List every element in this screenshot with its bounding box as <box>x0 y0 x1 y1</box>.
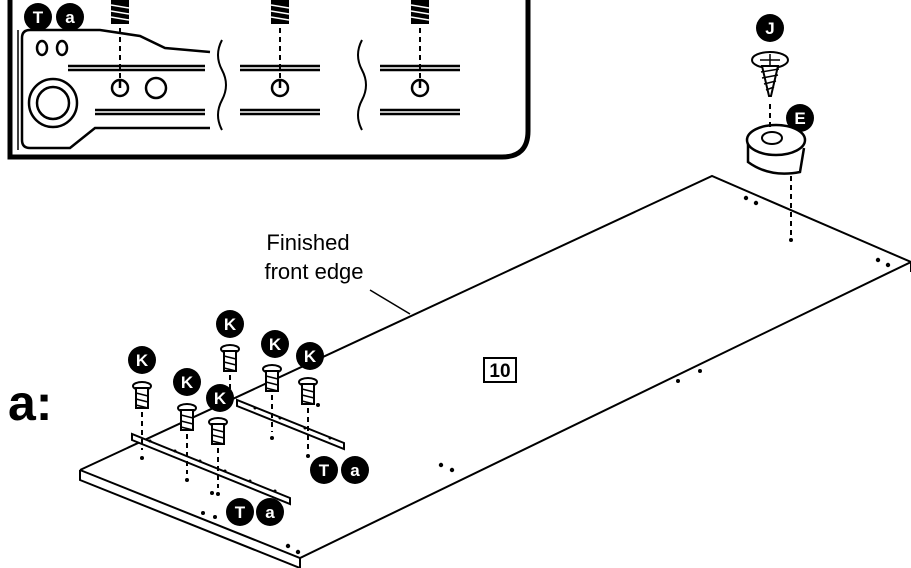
predrilled-holes <box>201 195 891 555</box>
svg-text:K: K <box>181 373 194 392</box>
part-badge-a: a <box>256 498 284 526</box>
step-label: a: <box>8 375 52 431</box>
svg-text:T: T <box>319 461 330 480</box>
detail-inset: T a <box>7 0 531 160</box>
svg-text:10: 10 <box>489 361 510 382</box>
screw-K-4: K <box>206 384 234 496</box>
screw-K-3: K <box>216 310 244 398</box>
svg-text:K: K <box>304 347 317 366</box>
front-edge-callout: Finished front edge <box>264 230 411 315</box>
screw-K-5: K <box>261 330 289 440</box>
svg-text:K: K <box>269 335 282 354</box>
bracket-middle-piece <box>240 64 320 116</box>
svg-text:E: E <box>794 109 805 128</box>
panel-board <box>79 174 911 568</box>
part-badge-a: a <box>341 456 369 484</box>
leveler-foot-E <box>745 104 807 242</box>
inset-screw-2 <box>270 0 290 80</box>
svg-text:a: a <box>265 503 275 522</box>
part-badge-T: T <box>226 498 254 526</box>
screw-K-2: K <box>173 368 201 482</box>
svg-text:T: T <box>235 503 246 522</box>
panel-number-box: 10 <box>483 357 517 383</box>
svg-text:K: K <box>224 315 237 334</box>
svg-text:K: K <box>136 351 149 370</box>
screw-K-1: K <box>128 346 156 460</box>
drawer-slide-left <box>131 432 291 506</box>
wood-screw-J <box>751 51 789 97</box>
part-badge-T: T <box>24 3 52 31</box>
front-edge-label-line-2: front edge <box>264 259 363 284</box>
part-badge-J: J <box>756 14 784 42</box>
svg-text:K: K <box>214 389 227 408</box>
screw-K-6: K <box>296 342 324 458</box>
front-edge-label-line-1: Finished <box>266 230 349 255</box>
part-badge-T: T <box>310 456 338 484</box>
drawer-slide-right <box>236 398 345 451</box>
inset-screw-3 <box>410 0 430 80</box>
svg-text:J: J <box>765 19 774 38</box>
svg-text:a: a <box>350 461 360 480</box>
part-badge-E: E <box>786 104 814 132</box>
bracket-end-piece <box>20 28 211 150</box>
svg-text:T: T <box>33 8 44 27</box>
part-badge-a: a <box>56 3 84 31</box>
inset-screw-1 <box>110 0 130 80</box>
svg-text:a: a <box>65 8 75 27</box>
break-line <box>217 39 227 131</box>
break-line <box>357 39 367 131</box>
